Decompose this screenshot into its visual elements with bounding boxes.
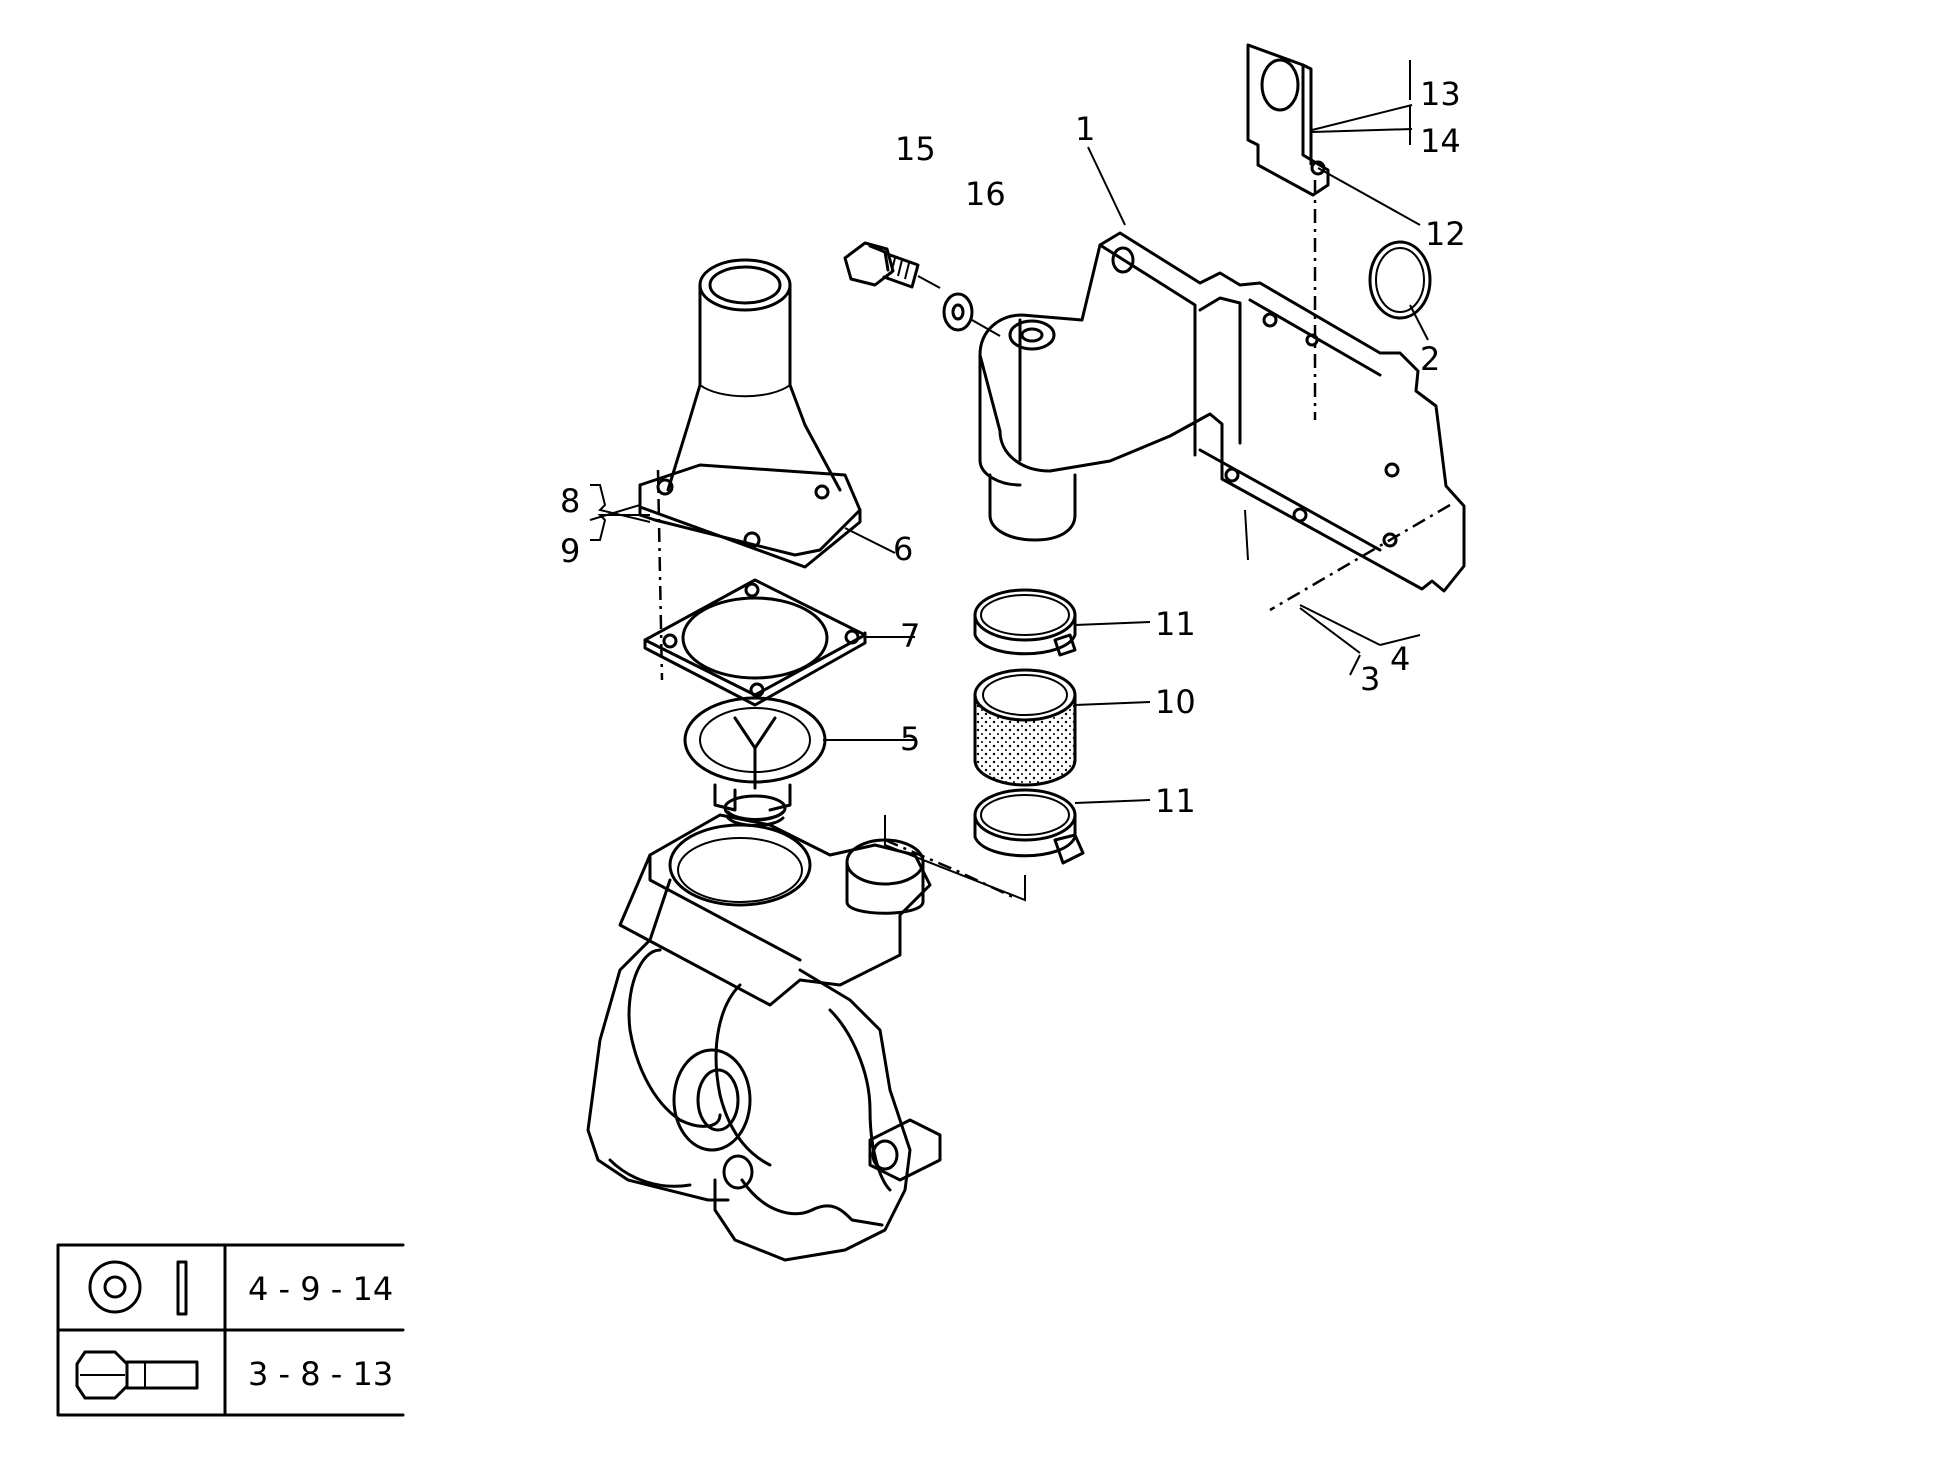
callout-4: 4 <box>1390 640 1410 678</box>
callout-14: 14 <box>1420 122 1461 160</box>
callout-2: 2 <box>1420 340 1440 378</box>
callout-7: 7 <box>900 617 920 655</box>
hose-clamp-part-11-lower <box>973 788 1085 865</box>
callout-10: 10 <box>1155 683 1196 721</box>
callout-labels: 1 2 3 4 5 6 7 8 9 10 11 11 12 13 14 15 1… <box>560 75 1466 820</box>
hose-part-10 <box>973 668 1077 787</box>
washer-icon <box>88 1260 142 1314</box>
callout-13: 13 <box>1420 75 1461 113</box>
callout-15: 15 <box>895 130 936 168</box>
callout-6: 6 <box>893 530 913 568</box>
legend-row1-text: 4 - 9 - 14 <box>248 1270 393 1308</box>
washer-part-16 <box>942 292 1001 337</box>
thermostat-part-5 <box>683 696 827 827</box>
callout-12: 12 <box>1425 215 1466 253</box>
bracket-part-12 <box>1246 43 1330 197</box>
callout-1: 1 <box>1075 110 1095 148</box>
callout-3: 3 <box>1360 660 1380 698</box>
bolt-icon <box>75 1350 199 1400</box>
callout-9: 9 <box>560 532 580 570</box>
o-ring-part-2 <box>1368 240 1432 320</box>
pump-housing <box>586 813 942 1262</box>
gasket-part-7 <box>643 578 867 707</box>
leader-lines <box>589 60 1429 804</box>
bolt-part-15 <box>843 241 941 289</box>
hose-clamp-part-11-upper <box>973 588 1077 657</box>
callout-11-upper: 11 <box>1155 605 1196 643</box>
pin-icon <box>176 1260 188 1316</box>
callout-8: 8 <box>560 482 580 520</box>
callout-11-lower: 11 <box>1155 782 1196 820</box>
callout-16: 16 <box>965 175 1006 213</box>
callout-5: 5 <box>900 720 920 758</box>
fastener-legend: 4 - 9 - 14 3 - 8 - 13 <box>56 1243 405 1417</box>
outlet-pipe-part-6 <box>638 258 862 569</box>
alignment-lines <box>656 180 1451 902</box>
legend-row2-text: 3 - 8 - 13 <box>248 1355 393 1393</box>
upper-housing-part-1 <box>978 231 1466 593</box>
